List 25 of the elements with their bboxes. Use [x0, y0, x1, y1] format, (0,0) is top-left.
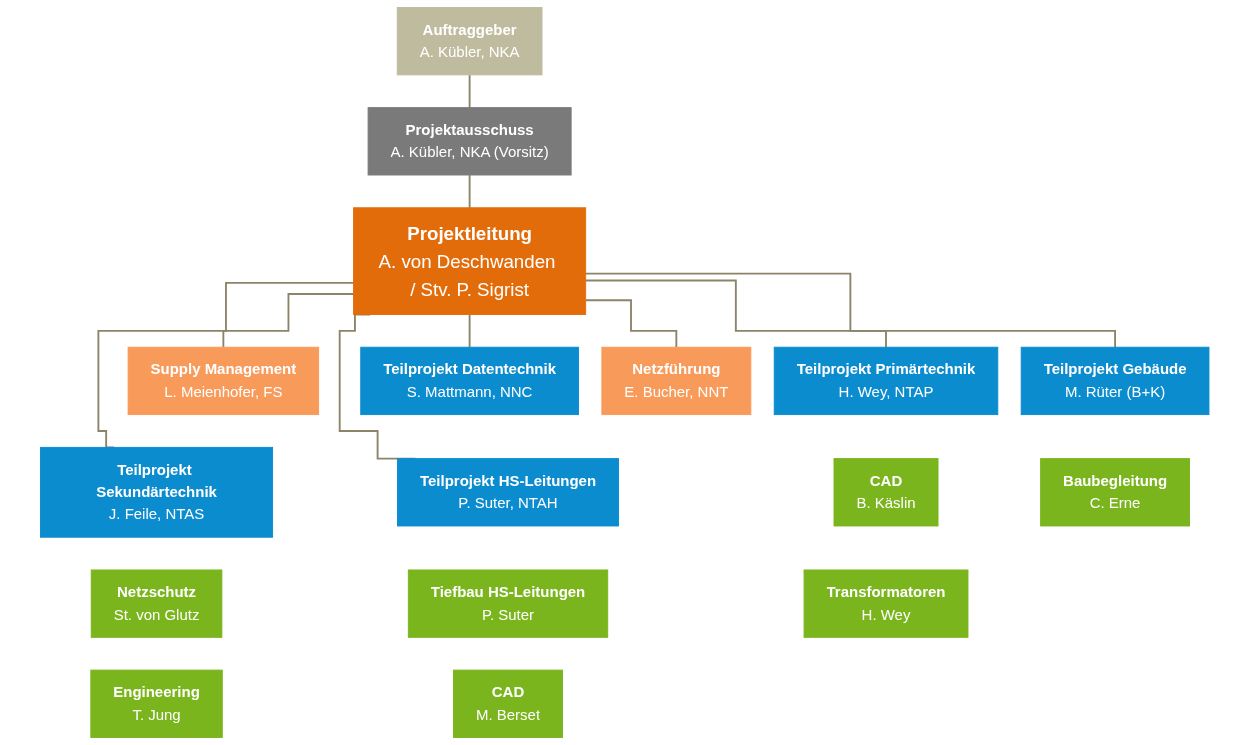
node-box: Transformatoren H. Wey: [803, 569, 969, 638]
connector: [584, 279, 887, 349]
node-box: Projektausschuss A. Kübler, NKA (Vorsitz): [367, 107, 572, 176]
connector: [584, 299, 678, 349]
node-box: Teilprojekt HS-Leitungen P. Suter, NTAH: [396, 458, 619, 527]
connector: [584, 272, 1116, 349]
node-box: Netzschutz St. von Glutz: [90, 569, 223, 638]
node-box: Supply Management L. Meienhofer, FS: [127, 346, 319, 416]
node-box: CAD B. Käslin: [833, 458, 939, 527]
node-box: Auftraggeber A. Kübler, NKA: [396, 7, 543, 76]
connector: [468, 313, 471, 349]
node-box: Engineering T. Jung: [90, 669, 223, 738]
connector: [468, 73, 471, 109]
node-box: Netzführung E. Bucher, NNT: [601, 346, 752, 416]
node-box: Projektleitung A. von Deschwanden / Stv. P. Sigrist: [352, 207, 586, 315]
connector: [222, 293, 355, 349]
connector: [97, 282, 355, 449]
node-box: Teilprojekt Datentechnik S. Mattmann, NNC: [360, 346, 579, 416]
node-box: Teilprojekt Gebäude M. Rüter (B+K): [1020, 346, 1210, 416]
node-box: Teilprojekt Sekundärtechnik J. Feile, NTAS: [39, 446, 273, 538]
node-box: CAD M. Berset: [452, 669, 563, 738]
node-box: Baubegleitung C. Erne: [1039, 458, 1190, 527]
node-box: Teilprojekt Primärtechnik H. Wey, NTAP: [773, 346, 999, 416]
node-box: Tiefbau HS-Leitungen P. Suter: [407, 569, 608, 638]
connector: [468, 174, 471, 209]
